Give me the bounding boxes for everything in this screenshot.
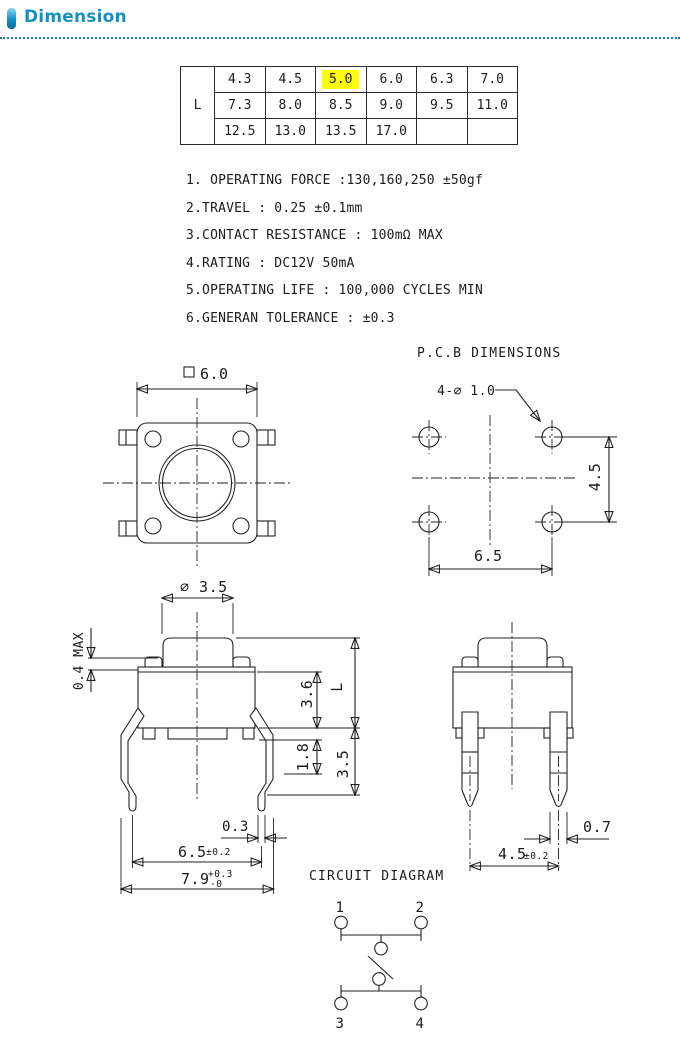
contact-moving	[372, 972, 386, 986]
highlighted-value: 5.0	[322, 70, 360, 89]
section-marker-icon	[7, 8, 16, 29]
table-cell: 6.3	[416, 66, 468, 93]
spec-note: 2.TRAVEL : 0.25 ±0.1mm	[186, 200, 363, 216]
corner-rivet	[144, 430, 162, 448]
table-cell: 8.5	[315, 92, 367, 119]
pcb-hole-pattern-drawing: 4-∅ 1.0 4.5 6.5	[412, 384, 617, 576]
table-cell: 4.3	[214, 66, 266, 93]
table-cell: 9.0	[365, 92, 417, 119]
circuit-diagram-title: CIRCUIT DIAGRAM	[309, 869, 445, 884]
spec-note: 1. OPERATING FORCE :130,160,250 ±50gf	[186, 173, 483, 188]
spec-notes: 1. OPERATING FORCE :130,160,250 ±50gf 2.…	[186, 167, 483, 332]
lead-width-label: 0.7	[583, 818, 612, 836]
terminal-4	[414, 996, 428, 1011]
lead-pitch-tol-label: ±0.2	[524, 851, 549, 862]
body-height-label: 3.6	[298, 680, 316, 709]
square-symbol	[183, 366, 195, 378]
table-cell: 7.0	[466, 66, 518, 93]
table-row: 12.5 13.0 13.5 17.0	[181, 118, 518, 145]
page-title: Dimension	[24, 7, 127, 27]
lead-thickness-label: 0.3	[222, 819, 249, 835]
table-cell: 6.0	[365, 66, 417, 93]
body-width-dim-label: 6.0	[200, 365, 229, 383]
switch-body	[137, 666, 256, 729]
technical-drawings: 6.0 4-∅ 1.0 4.5 6.5	[72, 365, 617, 1032]
stem-dia-label: ∅ 3.5	[180, 578, 228, 596]
hole-pitch-v-label: 4.5	[586, 463, 604, 492]
corner-rivet	[232, 430, 250, 448]
table-cell: 9.5	[416, 92, 468, 119]
table-row: 7.3 8.0 8.5 9.0 9.5 11.0	[181, 92, 518, 119]
bent-lead-left	[120, 707, 145, 812]
total-height-label: L	[328, 682, 346, 692]
corner-rivet	[232, 517, 250, 535]
outer-span-label: 7.9	[181, 870, 210, 888]
terminal-2	[414, 915, 428, 930]
switch-arm	[367, 955, 394, 980]
corner-rivet	[144, 517, 162, 535]
bend-height-label: 1.8	[294, 743, 312, 772]
table-cell: 4.5	[264, 66, 316, 93]
spec-note: 3.CONTACT RESISTANCE : 100mΩ MAX	[186, 228, 443, 243]
contact-fixed	[374, 941, 388, 956]
table-cell: 8.0	[264, 92, 316, 119]
circuit-diagram: 1 2 3 4	[334, 900, 428, 1032]
pin-label-3: 3	[336, 1016, 345, 1032]
table-row-label: L	[180, 66, 215, 145]
dotted-divider	[0, 37, 680, 39]
top-view-drawing: 6.0	[103, 365, 291, 567]
table-cell: 13.5	[315, 118, 367, 145]
table-cell	[416, 118, 468, 145]
table-cell: 11.0	[466, 92, 518, 119]
spec-note: 4.RATING : DC12V 50mA	[186, 255, 355, 271]
hole-callout-label: 4-∅ 1.0	[437, 384, 495, 399]
lead-span-tol-label: ±0.2	[206, 847, 231, 858]
table-cell	[466, 118, 518, 145]
pin-label-4: 4	[416, 1016, 425, 1032]
table-cell: 17.0	[365, 118, 417, 145]
bent-lead-right	[249, 707, 274, 812]
lead-span-label: 6.5	[178, 843, 207, 861]
front-view-drawing: ∅ 3.5 0.4 MAX 3.6 1.8 L 3.5	[72, 578, 360, 894]
side-view-drawing: 0.7 4.5 ±0.2	[452, 622, 612, 871]
leg-height-label: 3.5	[334, 750, 352, 779]
stem-height-label: 0.4 MAX	[72, 632, 87, 690]
spec-note: 6.GENERAN TOLERANCE : ±0.3	[186, 310, 395, 326]
table-cell: 13.0	[264, 118, 316, 145]
button-stem-side	[477, 637, 548, 668]
pin-label-1: 1	[336, 900, 345, 916]
table-cell: 12.5	[214, 118, 266, 145]
hole-pitch-h-label: 6.5	[474, 547, 503, 565]
outer-span-tol-upper: +0.3	[208, 869, 233, 880]
pcb-dimensions-title: P.C.B DIMENSIONS	[417, 346, 562, 361]
lead-pitch-label: 4.5	[498, 845, 527, 863]
pin-label-2: 2	[416, 900, 425, 916]
terminal-1	[334, 915, 348, 930]
table-cell: 7.3	[214, 92, 266, 119]
outer-span-tol-lower: -0	[210, 879, 222, 890]
l-dimension-table: L 4.3 4.5 5.0 6.0 6.3 7.0 7.3 8.0 8.5 9.…	[180, 66, 518, 145]
spec-note: 5.OPERATING LIFE : 100,000 CYCLES MIN	[186, 283, 483, 298]
table-cell-highlighted: 5.0	[315, 66, 367, 93]
leader-arrow	[495, 389, 540, 421]
terminal-3	[334, 996, 348, 1011]
button-stem	[162, 637, 234, 668]
table-row: L 4.3 4.5 5.0 6.0 6.3 7.0	[180, 66, 518, 145]
